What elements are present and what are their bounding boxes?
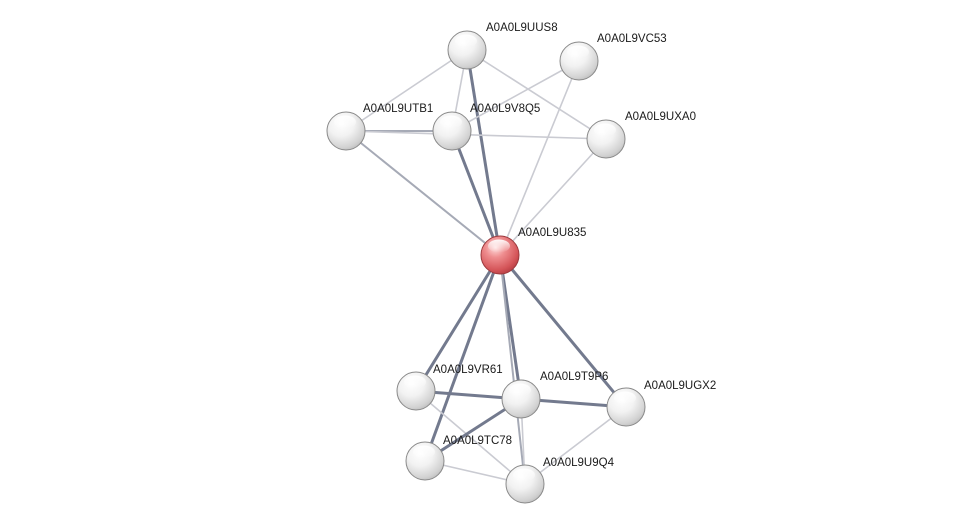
node-highlight (513, 468, 535, 482)
node-label: A0A0L9UXA0 (625, 111, 696, 123)
node-label: A0A0L9V8Q5 (470, 103, 540, 115)
node-highlight (614, 391, 636, 405)
node-a0a0l9vr61[interactable]: A0A0L9VR61 (396, 364, 503, 411)
edge-a0a0l9vc53-a0a0l9v8q5[interactable] (451, 60, 580, 132)
node-highlight (440, 115, 462, 129)
node-highlight (488, 239, 510, 253)
edge-a0a0l9u835-a0a0l9vr61[interactable] (414, 253, 502, 393)
node-highlight (509, 383, 531, 397)
edge-a0a0l9utb1-a0a0l9uxa0[interactable] (345, 130, 607, 140)
node-a0a0l9tc78[interactable]: A0A0L9TC78 (405, 435, 512, 481)
node-a0a0l9utb1[interactable]: A0A0L9UTB1 (326, 103, 433, 151)
edge-a0a0l9u835-a0a0l9uxa0[interactable] (499, 138, 607, 256)
node-label: A0A0L9UUS8 (486, 22, 558, 34)
node-label: A0A0L9U9Q4 (543, 457, 615, 469)
node-a0a0l9uxa0[interactable]: A0A0L9UXA0 (586, 111, 696, 159)
node-a0a0l9vc53[interactable]: A0A0L9VC53 (559, 33, 667, 81)
node-label: A0A0L9U835 (518, 227, 586, 239)
edge-a0a0l9u835-a0a0l9u9q4[interactable] (499, 254, 526, 485)
nodes-layer: A0A0L9U835 A0A0L9UUS8A0A0L9VC53A0A0L9UTB1… (326, 22, 716, 504)
node-highlight (413, 445, 435, 459)
node-a0a0l9ugx2[interactable]: A0A0L9UGX2 (606, 380, 716, 427)
node-a0a0l9t9p6[interactable]: A0A0L9T9P6 (501, 371, 608, 419)
node-highlight (594, 123, 616, 137)
node-a0a0l9u835[interactable]: A0A0L9U835 (480, 227, 586, 275)
node-label: A0A0L9T9P6 (540, 371, 608, 383)
node-label: A0A0L9UGX2 (644, 380, 716, 392)
node-a0a0l9u9q4[interactable]: A0A0L9U9Q4 (505, 457, 615, 504)
node-highlight (567, 45, 589, 59)
node-label: A0A0L9UTB1 (363, 103, 433, 115)
node-label: A0A0L9TC78 (443, 435, 512, 447)
edge-a0a0l9u835-a0a0l9uus8[interactable] (465, 48, 502, 257)
node-label: A0A0L9VC53 (597, 33, 667, 45)
node-highlight (455, 34, 477, 48)
edge-a0a0l9u835-a0a0l9vc53[interactable] (499, 60, 580, 256)
edge-a0a0l9vr61-a0a0l9u9q4[interactable] (415, 390, 526, 485)
edge-a0a0l9uus8-a0a0l9uxa0[interactable] (466, 49, 607, 140)
node-a0a0l9uus8[interactable]: A0A0L9UUS8 (447, 22, 558, 70)
node-a0a0l9v8q5[interactable]: A0A0L9V8Q5 (432, 103, 540, 151)
edge-a0a0l9u835-a0a0l9v8q5[interactable] (450, 129, 502, 257)
edge-a0a0l9ugx2-a0a0l9u9q4[interactable] (524, 406, 627, 485)
edge-a0a0l9u835-a0a0l9ugx2[interactable] (498, 253, 628, 409)
node-highlight (404, 375, 426, 389)
node-label: A0A0L9VR61 (433, 364, 503, 376)
edge-a0a0l9uus8-a0a0l9utb1[interactable] (345, 49, 468, 132)
edge-a0a0l9u835-a0a0l9utb1[interactable] (345, 130, 501, 256)
edge-a0a0l9u835-a0a0l9tc78[interactable] (423, 253, 502, 463)
node-highlight (334, 115, 356, 129)
